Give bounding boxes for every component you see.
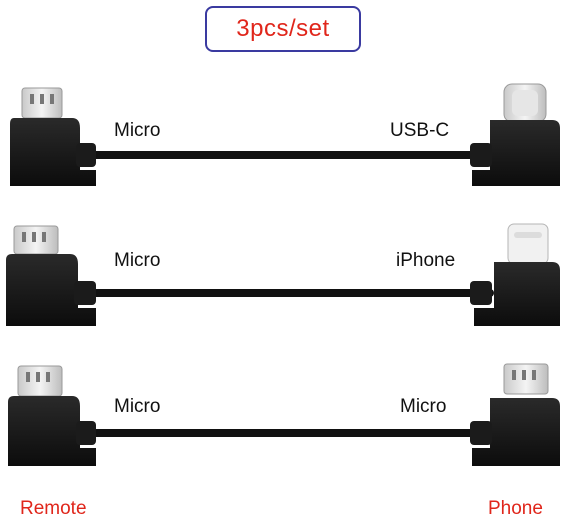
cable-1-right-label: USB-C <box>390 120 450 141</box>
phone-label: Phone <box>488 498 543 519</box>
usb-c-connector <box>470 83 560 186</box>
cable-2-right-label: iPhone <box>396 250 456 271</box>
cable-2-left-label: Micro <box>114 250 161 271</box>
cable-3-left-label: Micro <box>114 396 161 417</box>
cable-1 <box>10 83 560 186</box>
lightning-connector <box>470 223 560 326</box>
micro-usb-connector <box>470 363 560 466</box>
cable-1-left-label: Micro <box>114 120 161 141</box>
cable-3-right-label: Micro <box>400 396 447 417</box>
remote-label: Remote <box>20 498 87 519</box>
micro-usb-connector <box>6 225 96 326</box>
micro-usb-connector <box>8 365 96 466</box>
set-count-text: 3pcs/set <box>236 15 330 42</box>
cable-3 <box>8 363 560 466</box>
cable-2 <box>6 223 560 326</box>
micro-usb-connector <box>10 87 96 186</box>
set-count-badge: 3pcs/set <box>205 6 361 52</box>
